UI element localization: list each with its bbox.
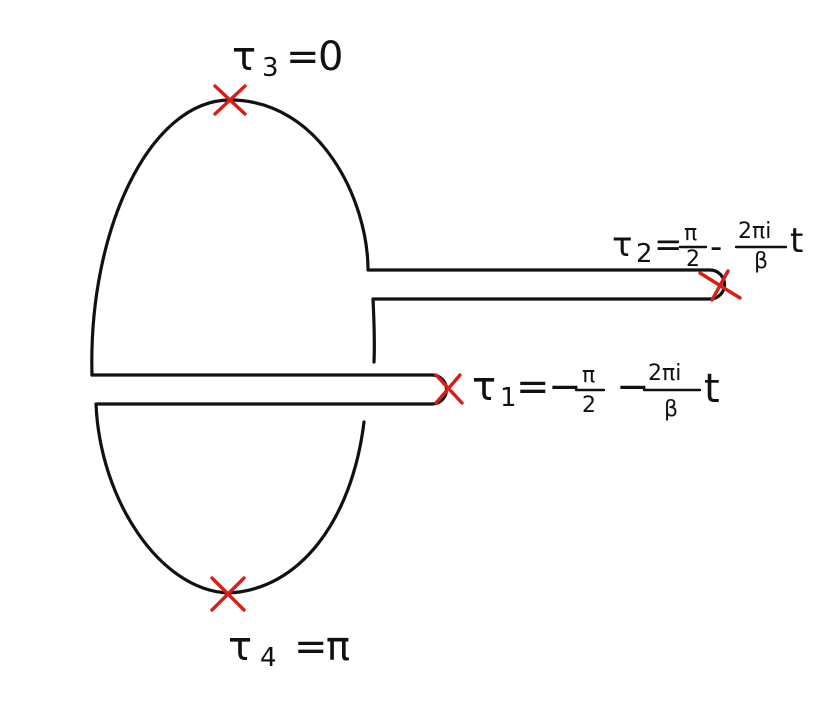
tau3-value: 0	[318, 34, 343, 80]
tau2-frac2-numerator: 2πi	[738, 219, 771, 244]
upper-contour-loop	[90, 98, 727, 377]
tau4-relation: =	[294, 624, 328, 670]
tau2-label: τ 2 = π 2 - 2πi β t	[612, 219, 803, 274]
tau3-relation: =	[286, 34, 320, 80]
tau4-symbol: τ	[228, 624, 252, 670]
tau2-operator: -	[710, 227, 722, 267]
tau3-symbol: τ	[232, 34, 256, 80]
tau1-cross-icon	[434, 373, 464, 405]
tau1-relation: =	[516, 364, 550, 410]
tau3-label: τ 3 = 0	[232, 34, 343, 83]
tau1-frac2-numerator: 2πi	[648, 361, 681, 386]
tau1-symbol: τ	[472, 364, 496, 410]
tau2-tail: t	[790, 221, 803, 261]
lower-contour-loop	[90, 373, 449, 595]
tau3-subscript: 3	[262, 53, 279, 83]
tau2-frac1-denominator: 2	[686, 247, 700, 272]
tau4-subscript: 4	[260, 643, 277, 673]
tau4-cross-icon	[210, 576, 246, 612]
tau2-relation: =	[654, 225, 683, 265]
tau3-cross-icon	[213, 84, 247, 116]
tau2-subscript: 2	[636, 239, 653, 269]
tau2-frac1-numerator: π	[684, 221, 697, 246]
tau1-tail: t	[704, 366, 720, 412]
tau2-frac2-denominator: β	[754, 249, 768, 274]
tau1-frac1-denominator: 2	[582, 393, 596, 418]
tau2-symbol: τ	[612, 225, 632, 265]
tau4-label: τ 4 = π	[228, 624, 350, 673]
tau1-frac2-denominator: β	[664, 397, 678, 422]
tau1-label: τ 1 = − π 2 − 2πi β t	[472, 361, 720, 422]
tau2-cross-icon	[698, 269, 742, 302]
tau1-lead-sign: −	[548, 364, 582, 410]
tau1-operator: −	[616, 364, 650, 410]
tau1-frac1-numerator: π	[582, 363, 595, 388]
tau4-value: π	[326, 624, 350, 670]
tau1-subscript: 1	[500, 383, 517, 413]
